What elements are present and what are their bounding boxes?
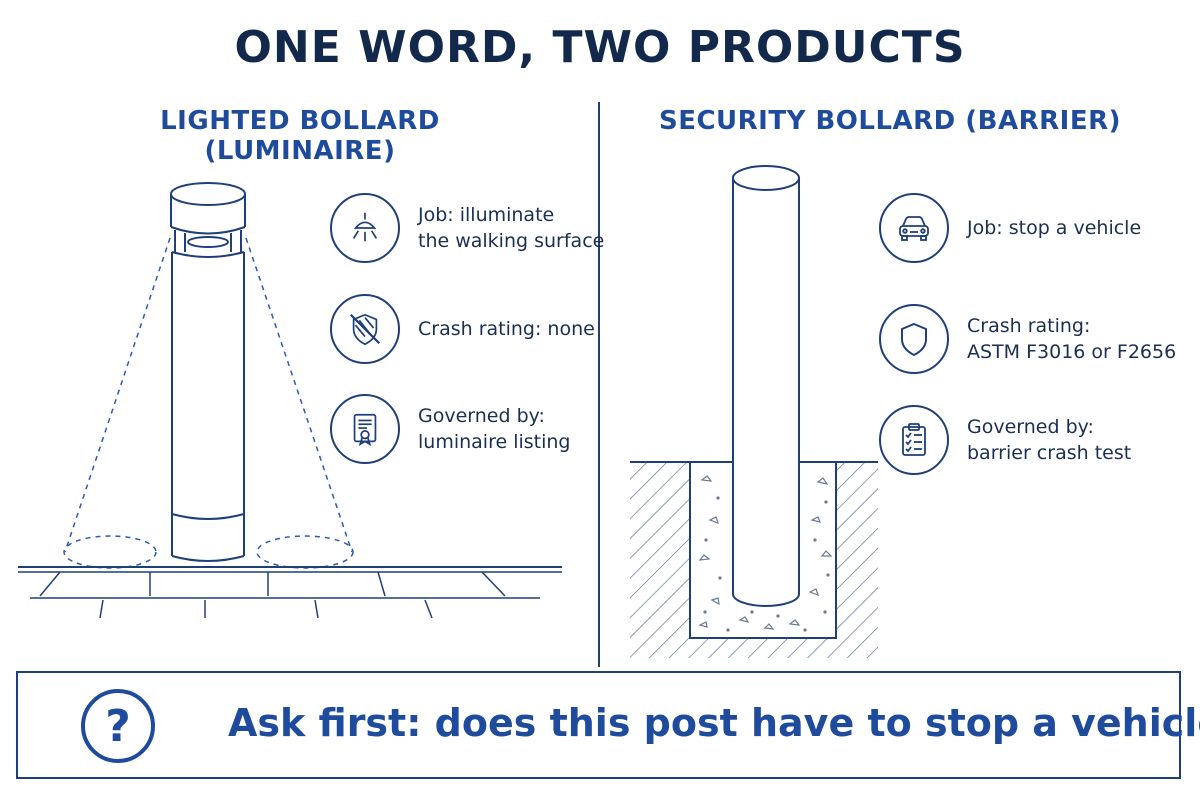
feature-line: Governed by: bbox=[418, 405, 545, 427]
lighted-bollard-illustration bbox=[18, 182, 562, 619]
feature-left-governed: Governed by: luminaire listing bbox=[330, 394, 570, 464]
feature-line: Governed by: bbox=[967, 416, 1094, 438]
feature-line: Job: illuminate bbox=[418, 204, 555, 226]
feature-line: Job: stop a vehicle bbox=[967, 217, 1142, 239]
feature-line: Crash rating: none bbox=[418, 318, 595, 340]
crossed-shield-icon bbox=[330, 294, 400, 364]
feature-left-crash: Crash rating: none bbox=[330, 294, 595, 364]
feature-right-crash: Crash rating: ASTM F3016 or F2656 bbox=[879, 304, 1176, 374]
ceiling-light-icon bbox=[330, 193, 400, 263]
page-title: ONE WORD, TWO PRODUCTS bbox=[234, 22, 966, 73]
feature-right-job: Job: stop a vehicle bbox=[879, 193, 1141, 263]
question-icon: ? bbox=[81, 689, 155, 763]
feature-line: the walking surface bbox=[418, 230, 605, 252]
feature-right-governed: Governed by: barrier crash test bbox=[879, 405, 1131, 475]
feature-line: luminaire listing bbox=[418, 431, 571, 453]
callout-text: Ask first: does this post have to stop a… bbox=[228, 701, 1200, 745]
car-icon bbox=[879, 193, 949, 263]
security-bollard-heading: SECURITY BOLLARD (BARRIER) bbox=[658, 106, 1122, 136]
ask-first-callout: ? Ask first: does this post have to stop… bbox=[16, 671, 1200, 779]
center-divider bbox=[598, 102, 600, 667]
feature-line: Crash rating: bbox=[967, 315, 1091, 337]
lighted-bollard-heading: LIGHTED BOLLARD (LUMINAIRE) bbox=[160, 106, 440, 166]
clipboard-checklist-icon bbox=[879, 405, 949, 475]
certificate-icon bbox=[330, 394, 400, 464]
feature-line: ASTM F3016 or F2656 bbox=[967, 341, 1177, 363]
security-bollard-illustration bbox=[630, 165, 878, 658]
feature-left-job: Job: illuminate the walking surface bbox=[330, 193, 604, 263]
feature-line: barrier crash test bbox=[967, 442, 1132, 464]
shield-icon bbox=[879, 304, 949, 374]
